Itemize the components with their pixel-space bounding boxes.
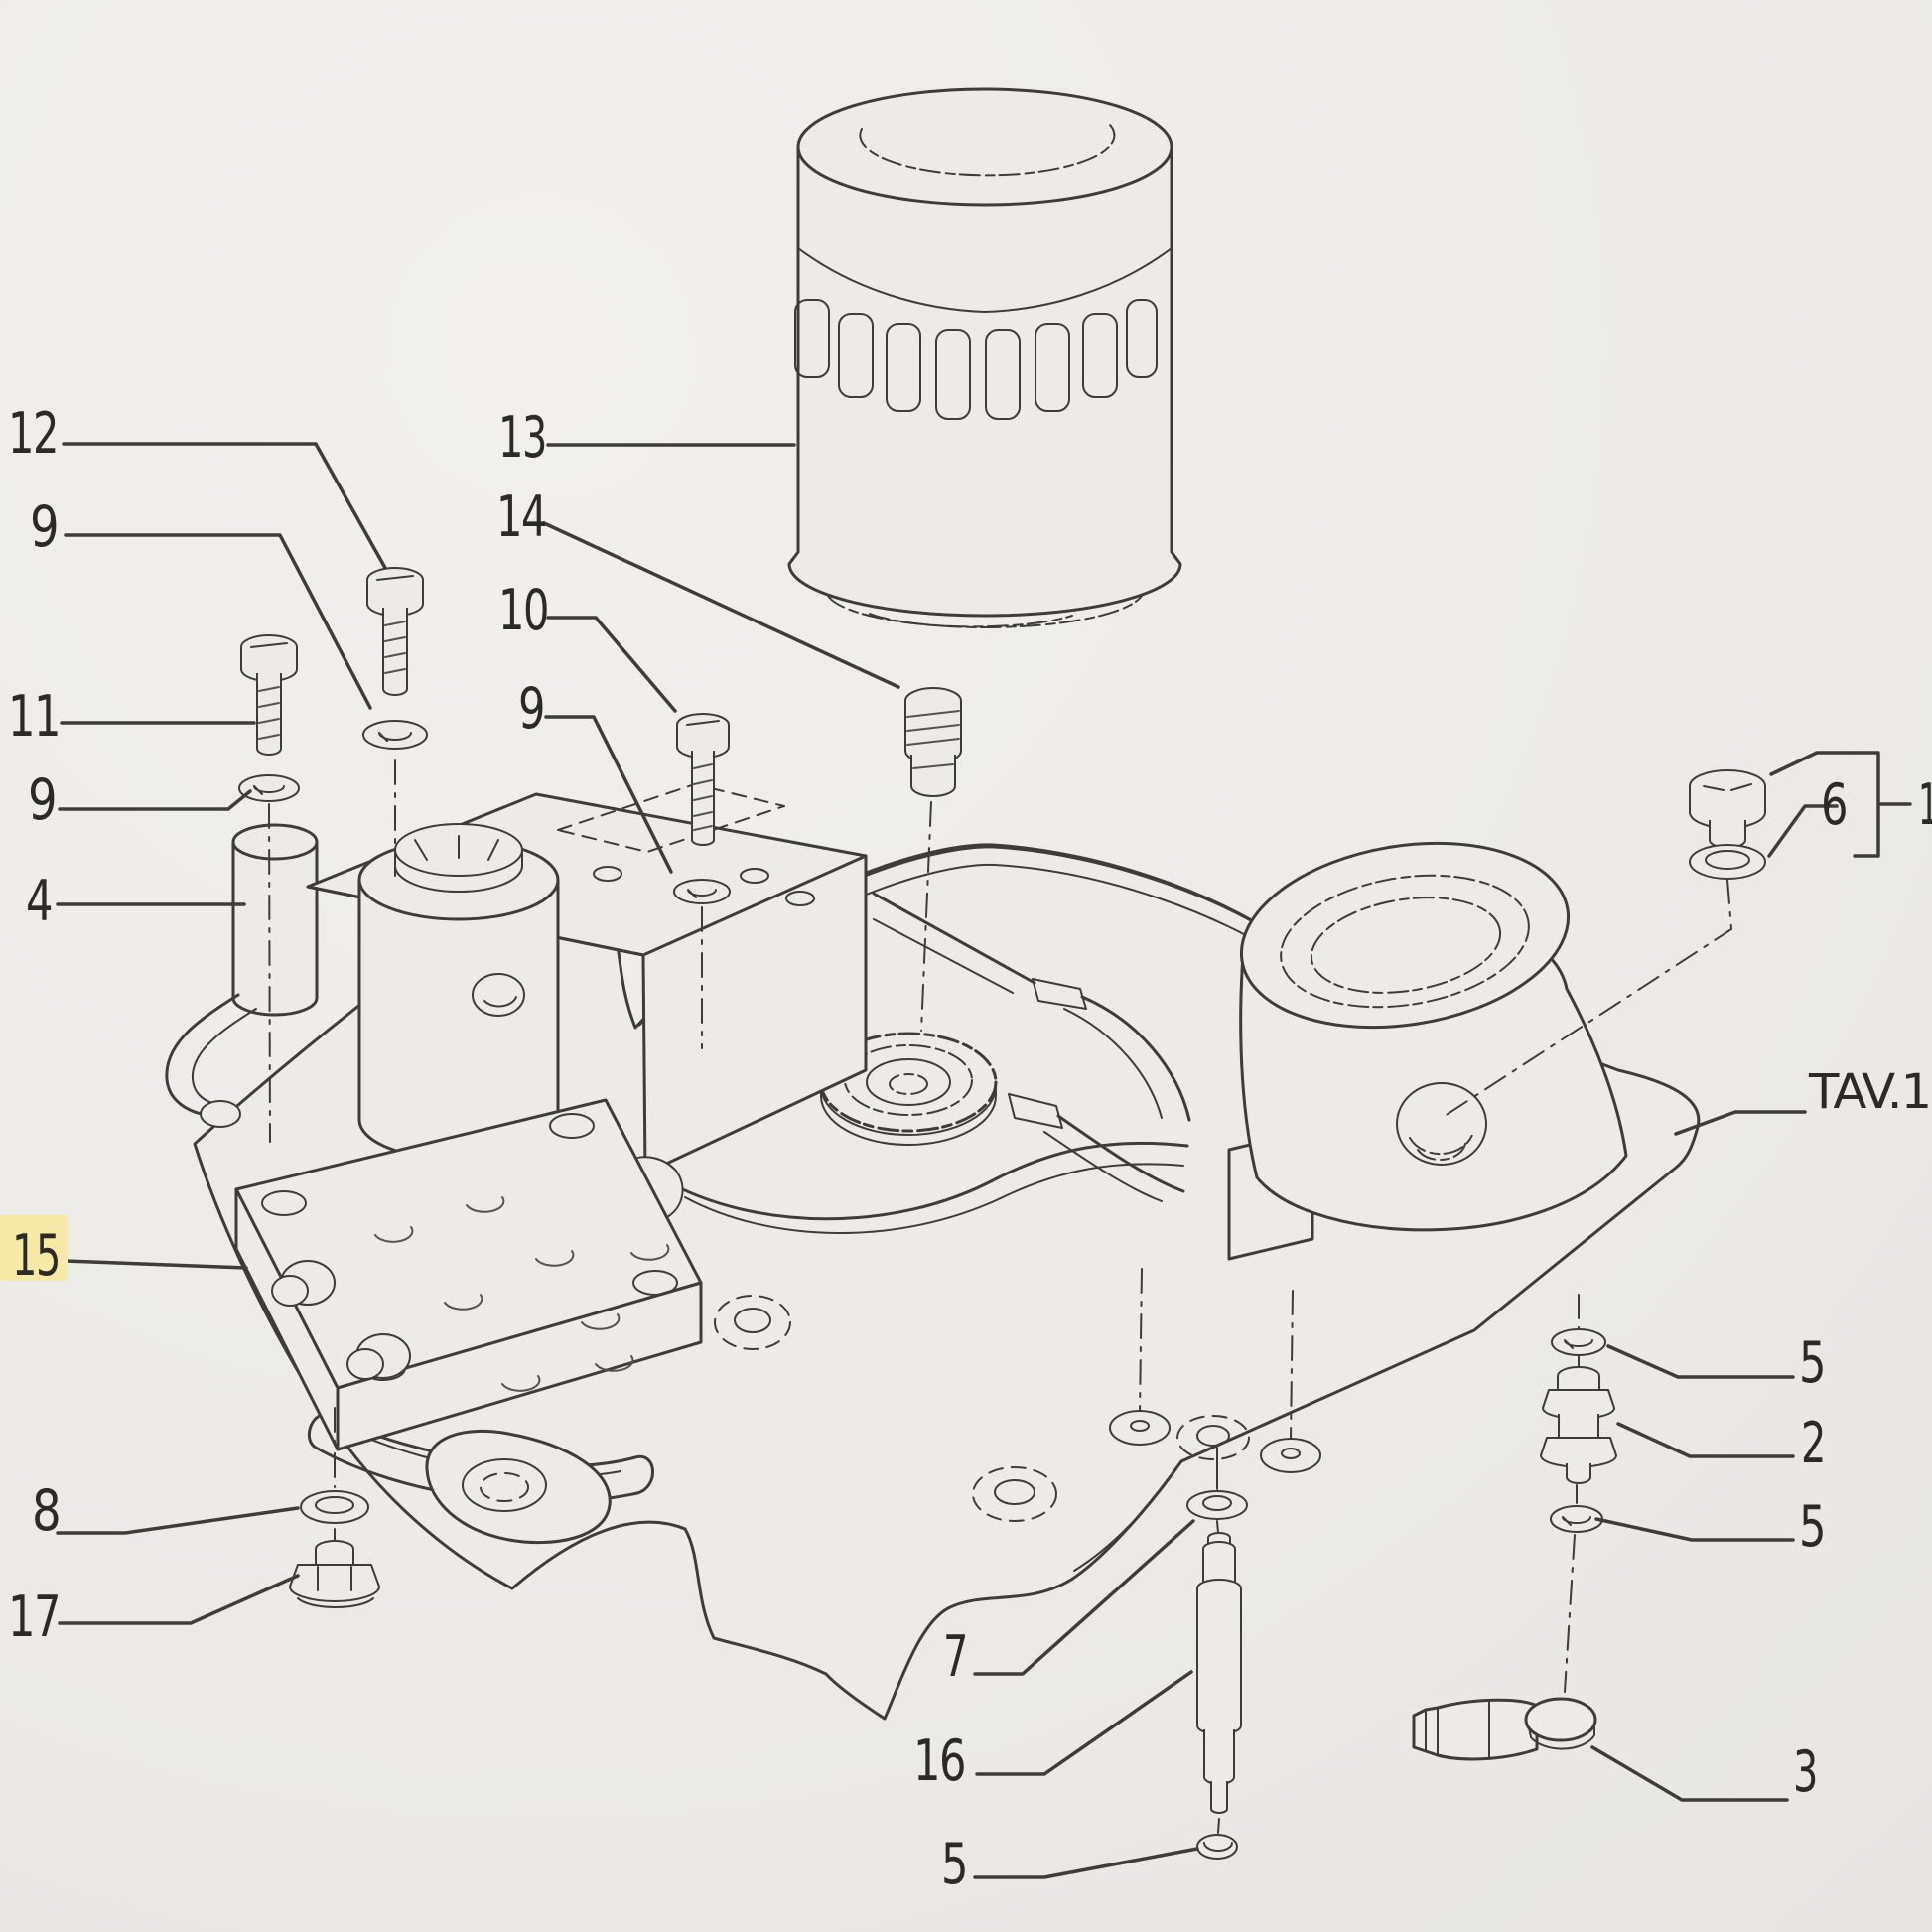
callout-labels: 12 9 11 9 4 15 8 17 13 14 10 9 6 1 TAV.1… <box>0 401 1932 1897</box>
callout-8[interactable]: 8 <box>32 1478 62 1544</box>
callout-9a[interactable]: 9 <box>30 494 60 560</box>
washer-9a <box>362 720 428 750</box>
bolt-12 <box>366 567 424 696</box>
washer-5b <box>1550 1505 1603 1533</box>
callout-10[interactable]: 10 <box>498 578 550 643</box>
washer-6 <box>1689 844 1766 880</box>
callout-17[interactable]: 17 <box>8 1585 62 1650</box>
washer-9b <box>238 774 300 802</box>
centerline-14 <box>920 801 932 1032</box>
washer-9c <box>673 879 731 904</box>
bolt-11 <box>240 634 298 756</box>
callout-9b[interactable]: 9 <box>28 767 58 833</box>
bell-housing <box>1239 841 1628 1232</box>
callout-1-group[interactable]: 1 <box>1918 772 1932 838</box>
callout-13[interactable]: 13 <box>498 405 548 471</box>
washer-5c <box>1196 1818 1238 1860</box>
plug-17 <box>289 1540 380 1608</box>
plate-boss-hole <box>714 1295 791 1350</box>
spool-16 <box>1196 1520 1242 1814</box>
callout-6[interactable]: 6 <box>1821 772 1849 838</box>
callout-5c[interactable]: 5 <box>941 1832 969 1897</box>
callout-2[interactable]: 2 <box>1801 1411 1827 1476</box>
lower-plate-holes <box>374 1196 670 1392</box>
callout-tav1[interactable]: TAV.1 <box>1808 1064 1932 1120</box>
plate-bracket <box>1109 1128 1321 1473</box>
callout-16[interactable]: 16 <box>913 1728 967 1794</box>
valve-2 <box>1540 1366 1617 1484</box>
callout-5a[interactable]: 5 <box>1799 1330 1827 1396</box>
centerline-2-chain <box>1564 1294 1580 1693</box>
filter-knurls <box>794 299 1158 420</box>
centerline-6 <box>1441 879 1732 1119</box>
plate-boss-7 <box>1176 1415 1250 1460</box>
callout-12[interactable]: 12 <box>8 401 60 467</box>
housing-side-hole <box>1396 1082 1487 1166</box>
group-bracket-1 <box>1853 751 1912 858</box>
callout-3[interactable]: 3 <box>1793 1739 1819 1805</box>
callout-11[interactable]: 11 <box>8 684 62 750</box>
plate-ring-boss <box>972 1466 1057 1522</box>
plate-foot-lug <box>425 1429 612 1545</box>
callout-14[interactable]: 14 <box>496 484 548 550</box>
lower-plate-plugs <box>271 1260 411 1380</box>
lower-plate <box>234 1098 703 1451</box>
bolt-10 <box>676 713 730 846</box>
washer-5a <box>1551 1328 1606 1356</box>
callout-5b[interactable]: 5 <box>1799 1494 1827 1560</box>
plug-14 <box>904 687 962 797</box>
bolt-6 <box>1689 769 1766 849</box>
callout-7[interactable]: 7 <box>943 1624 969 1690</box>
washer-7 <box>1186 1447 1248 1520</box>
callout-leaders <box>56 442 1912 1879</box>
lever-3 <box>1412 1697 1597 1761</box>
callout-4[interactable]: 4 <box>26 869 54 934</box>
callout-15-highlighted[interactable]: 15 <box>12 1223 62 1289</box>
callout-9c[interactable]: 9 <box>518 676 546 742</box>
washer-8 <box>300 1490 369 1524</box>
centerline-11 <box>268 803 271 1143</box>
highlight-box-15 <box>0 1215 68 1281</box>
oil-filter-cartridge <box>787 87 1182 628</box>
